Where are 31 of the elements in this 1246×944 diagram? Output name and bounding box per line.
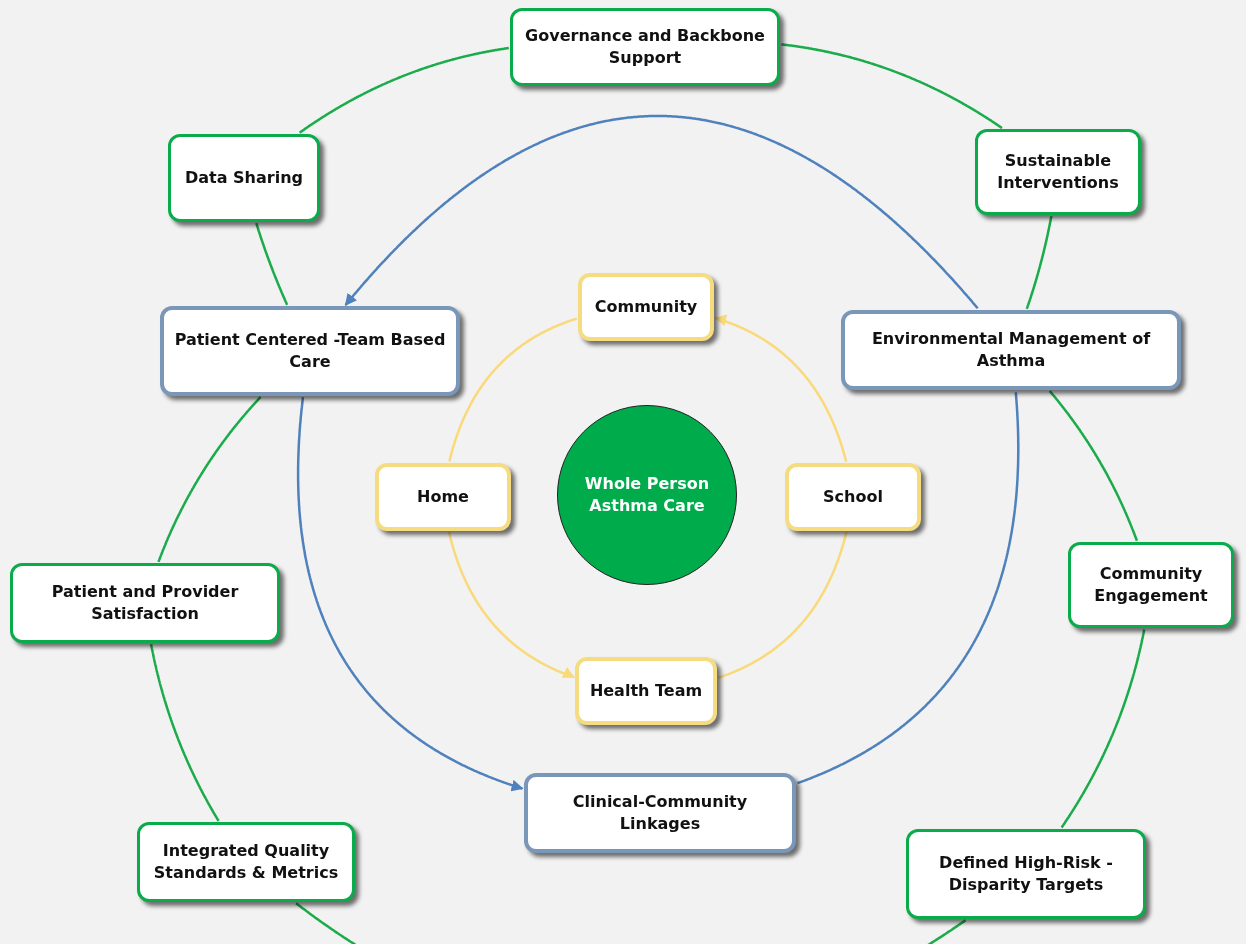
connector-line — [1060, 628, 1146, 829]
category-box: Clinical-Community Linkages — [524, 773, 796, 853]
connector-line — [149, 643, 220, 822]
category-box: Health Team — [575, 657, 717, 725]
connector-line — [717, 531, 848, 679]
connector-line — [797, 392, 1020, 785]
category-box: Patient and Provider Satisfaction — [10, 563, 280, 643]
connector-line — [1048, 390, 1139, 542]
connector-line — [448, 317, 578, 463]
connector-line — [157, 396, 262, 563]
category-box: Sustainable Interventions — [975, 129, 1141, 215]
category-box: Data Sharing — [168, 134, 320, 222]
connector-line — [780, 43, 1003, 130]
category-box: Patient Centered -Team Based Care — [160, 306, 460, 396]
arrow — [296, 396, 524, 792]
category-box: Environmental Management of Asthma — [841, 310, 1181, 390]
connector-line — [255, 222, 289, 306]
connector-line — [298, 46, 510, 134]
center-circle: Whole Person Asthma Care — [557, 405, 737, 585]
arrow — [714, 314, 848, 463]
category-box: Home — [375, 463, 511, 531]
category-box: Integrated Quality Standards & Metrics — [137, 822, 355, 902]
category-box: School — [785, 463, 921, 531]
arrow — [344, 114, 979, 310]
category-box: Community — [578, 273, 714, 341]
category-box: Community Engagement — [1068, 542, 1234, 628]
arrow — [447, 531, 575, 679]
category-box: Defined High-Risk - Disparity Targets — [906, 829, 1146, 919]
connector-line — [295, 902, 967, 944]
category-box: Governance and Backbone Support — [510, 8, 780, 86]
connector-line — [1025, 215, 1053, 310]
